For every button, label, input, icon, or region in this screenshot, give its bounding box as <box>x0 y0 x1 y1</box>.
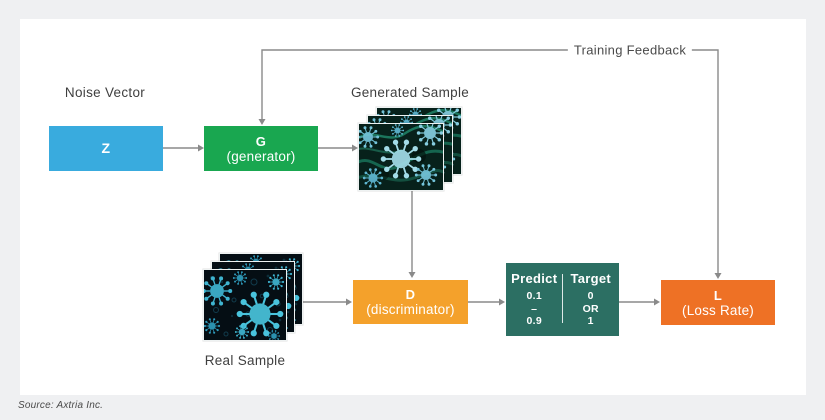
predict-value: 0.1 <box>526 290 542 302</box>
discriminator-node-title: D <box>405 287 416 302</box>
diagram-card: Noise Vector Generated Sample Real Sampl… <box>20 19 806 395</box>
training-feedback-wire <box>261 49 719 273</box>
real-sample-image <box>203 269 287 341</box>
predict-value: – <box>531 302 538 315</box>
target-header: Target <box>570 271 612 286</box>
predict-column: Predict 0.1 – 0.9 <box>506 263 563 336</box>
target-column: Target 0 OR 1 <box>563 263 620 336</box>
predict-value: 0.9 <box>526 315 542 327</box>
predict-target-table: Predict 0.1 – 0.9 Target 0 OR 1 <box>506 263 619 336</box>
target-value: OR <box>582 302 599 315</box>
loss-node-title: L <box>713 287 723 303</box>
noise-vector-node: Z <box>49 126 163 171</box>
generated-sample-image <box>358 123 444 191</box>
real-sample-label: Real Sample <box>204 353 286 368</box>
target-value: 1 <box>587 315 594 327</box>
generator-node-title: G <box>255 133 267 149</box>
training-feedback-label: Training Feedback <box>567 42 693 58</box>
connector-arrows <box>163 49 722 306</box>
generator-node-subtitle: (generator) <box>226 148 296 164</box>
generated-sample-label: Generated Sample <box>350 85 470 100</box>
target-value: 0 <box>587 290 594 302</box>
predict-header: Predict <box>511 271 558 286</box>
discriminator-node-subtitle: (discriminator) <box>366 302 455 317</box>
generated-sample-stack <box>358 107 462 191</box>
noise-node-title: Z <box>101 140 111 156</box>
noise-vector-label: Noise Vector <box>64 85 146 100</box>
table-column-divider <box>562 274 563 323</box>
real-sample-stack <box>203 253 303 341</box>
discriminator-node: D (discriminator) <box>353 280 468 324</box>
loss-node-subtitle: (Loss Rate) <box>682 302 754 318</box>
source-attribution: Source: Axtria Inc. <box>18 400 104 411</box>
generator-node: G (generator) <box>204 126 318 171</box>
loss-rate-node: L (Loss Rate) <box>661 280 775 325</box>
